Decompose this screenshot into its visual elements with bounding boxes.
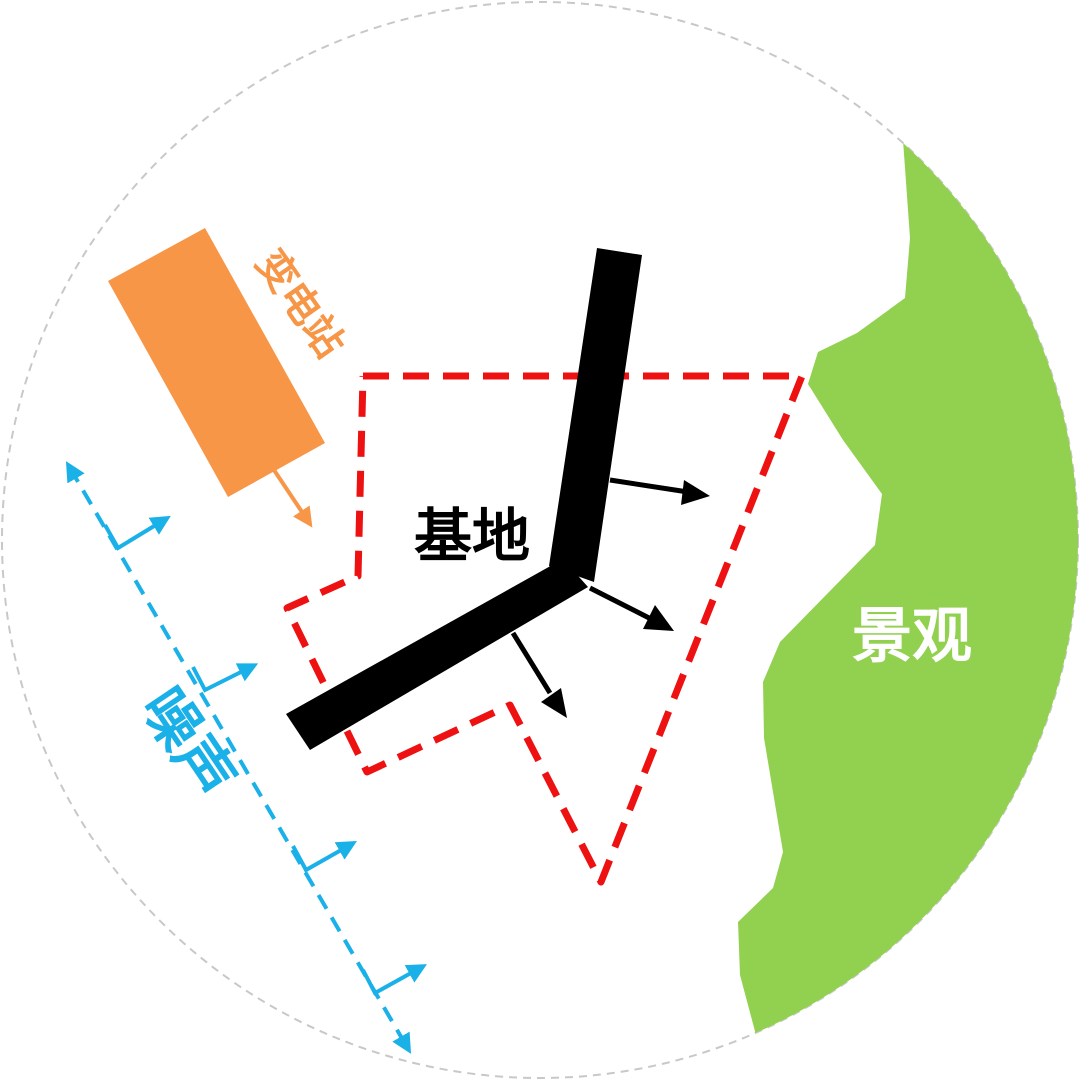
- site-boundary: [283, 372, 806, 886]
- noise-arrow: [291, 841, 357, 873]
- noise-arrow: [191, 663, 259, 693]
- noise-arrow: [103, 515, 171, 551]
- noise-arrow: [361, 964, 427, 996]
- noise-arrows: [103, 515, 427, 996]
- building-footprint: [286, 248, 642, 750]
- site-label: 基地: [414, 502, 530, 570]
- building-view-arrows: [510, 477, 689, 695]
- noise-source-line: [65, 461, 412, 1054]
- substation-block: [108, 228, 325, 497]
- substation-impact-arrow: [272, 468, 313, 528]
- landscape-label: 景观: [852, 602, 972, 672]
- building-view-arrowheads: [541, 480, 710, 718]
- landscape-area: [738, 140, 1078, 1050]
